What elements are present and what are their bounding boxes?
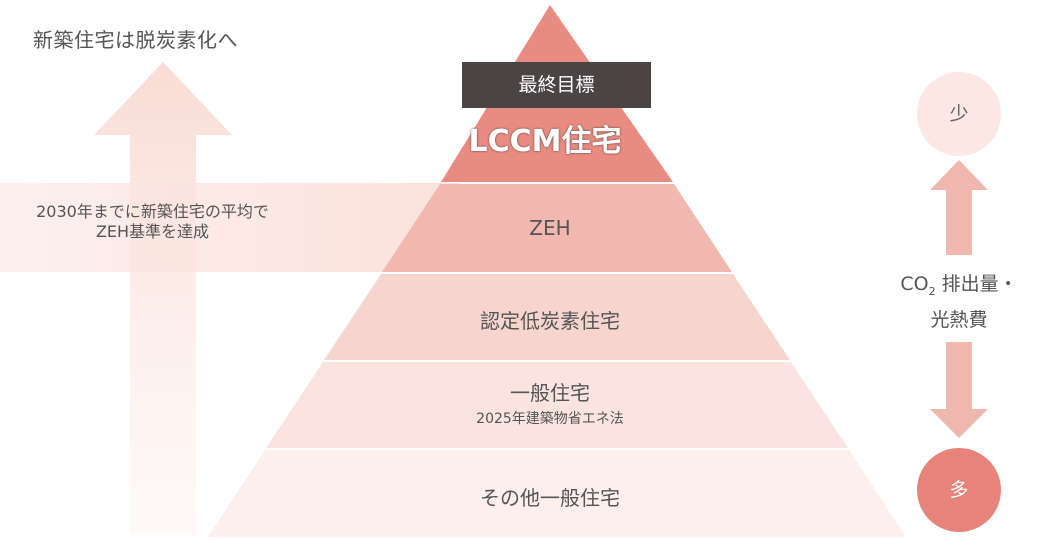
tier-label-zeh: ZEH xyxy=(529,216,571,240)
pyramid-tier-sonota xyxy=(208,450,906,537)
scale-down-arrow xyxy=(930,342,988,438)
scale-axis-label-line1: CO2 排出量・ xyxy=(900,273,1018,298)
goal-badge: 最終目標 xyxy=(462,62,651,108)
tier-label-ippan: 一般住宅 xyxy=(510,381,590,405)
pyramid-tier-ninte xyxy=(324,274,790,360)
scale-up-arrow xyxy=(930,160,988,255)
target-band xyxy=(0,183,460,272)
tier-label-ninte: 認定低炭素住宅 xyxy=(480,309,620,333)
target-note-line2: ZEH基準を達成 xyxy=(95,222,210,241)
scale-low-circle: 少 xyxy=(917,72,1001,156)
target-note: 2030年までに新築住宅の平均で ZEH基準を達成 xyxy=(0,202,305,242)
pyramid-tier-ippan xyxy=(266,362,848,448)
scale-axis-label: CO2 排出量・ 光熱費 xyxy=(868,270,1040,335)
tier-label-lccm: LCCM住宅 xyxy=(468,124,622,159)
scale-axis-label-line2: 光熱費 xyxy=(930,308,988,331)
pyramid-tier-zeh xyxy=(382,184,732,272)
target-note-line1: 2030年までに新築住宅の平均で xyxy=(36,202,269,221)
tier-label-sonota: その他一般住宅 xyxy=(480,486,620,510)
growth-up-arrow xyxy=(94,62,232,535)
tier-sublabel-ippan: 2025年建築物省エネ法 xyxy=(476,411,624,427)
scale-high-circle: 多 xyxy=(917,448,1001,532)
left-heading: 新築住宅は脱炭素化へ xyxy=(33,28,238,52)
